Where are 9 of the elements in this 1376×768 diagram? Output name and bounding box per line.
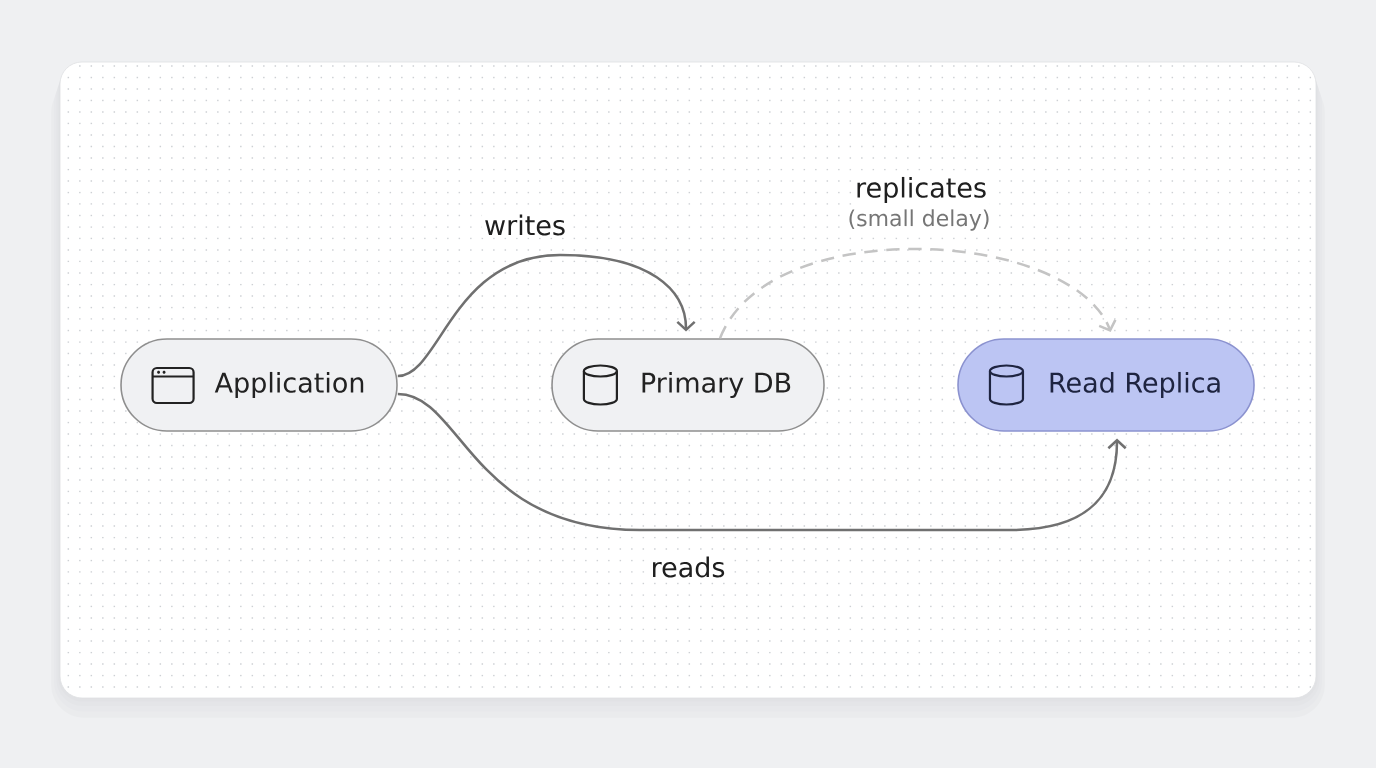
edge-label: replicates [853,174,989,206]
arrow [397,392,1127,532]
edge-label: writes [482,212,568,238]
pill-node: Read Replica [957,338,1255,432]
pill-node: Primary DB [551,338,825,432]
note-text: (small delay) [845,207,993,233]
arrow [397,253,696,378]
pill-node: Application [120,338,398,432]
arrow [718,247,1117,339]
